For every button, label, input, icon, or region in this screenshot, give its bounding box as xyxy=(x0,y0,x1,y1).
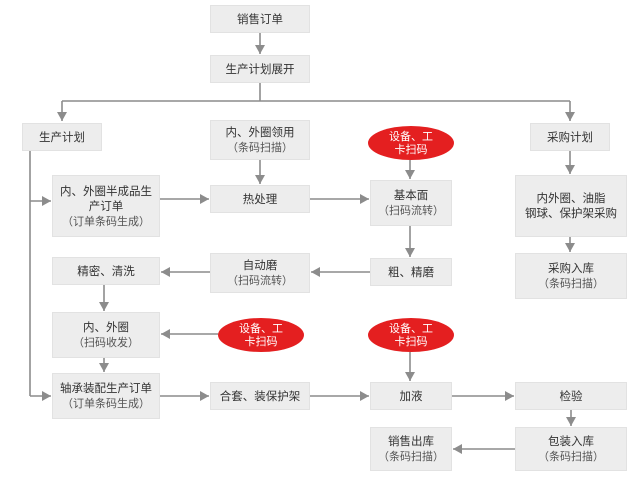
node-sales-order-line: 销售订单 xyxy=(237,11,283,26)
node-sales-out-subtitle: （条码扫描） xyxy=(378,450,444,463)
node-purchase-plan: 采购计划 xyxy=(530,123,610,151)
node-purchase-stock: 采购入库 （条码扫描） xyxy=(515,253,627,299)
node-pack-stock-line: 包装入库 xyxy=(548,434,594,448)
arrowhead xyxy=(453,444,462,454)
node-base-face-subtitle: （扫码流转） xyxy=(378,204,444,217)
arrowhead xyxy=(255,175,265,184)
node-purchase-stock-subtitle: （条码扫描） xyxy=(538,277,604,290)
node-base-face: 基本面 （扫码流转） xyxy=(370,180,452,226)
node-plan-deploy: 生产计划展开 xyxy=(210,55,310,83)
node-ring-recv-subtitle: （扫码收发） xyxy=(73,336,139,349)
scan-badge: 设备、工卡扫码 xyxy=(218,318,304,352)
node-pack-stock-subtitle: （条码扫描） xyxy=(538,450,604,463)
node-auto-grind: 自动磨 （扫码流转） xyxy=(210,253,310,293)
node-assembly-order-line: 轴承装配生产订单 xyxy=(60,381,152,395)
node-assembly-order-subtitle: （订单条码生成） xyxy=(62,397,150,410)
node-assembly-order: 轴承装配生产订单 （订单条码生成） xyxy=(52,373,160,419)
node-auto-grind-subtitle: （扫码流转） xyxy=(227,274,293,287)
node-oiling: 加液 xyxy=(370,382,452,410)
node-heat-treat: 热处理 xyxy=(210,185,310,213)
arrowhead xyxy=(99,302,109,311)
node-semi-order: 内、外圈半成品生产订单（订单条码生成） xyxy=(52,175,160,237)
node-inspect: 检验 xyxy=(515,382,627,410)
arrowhead xyxy=(311,267,320,277)
node-ring-recv-line: 内、外圈 xyxy=(83,320,129,334)
node-precision-wash: 精密、清洗 xyxy=(52,257,160,285)
arrowhead xyxy=(565,243,575,252)
arrowhead xyxy=(565,165,575,174)
node-purchase-stock-line: 采购入库 xyxy=(548,261,594,275)
node-base-face-line: 基本面 xyxy=(393,188,429,202)
scan-badge-line: 卡扫码 xyxy=(394,143,428,156)
node-purchase-items-line: 钢球、保护架采购 xyxy=(525,206,617,220)
arrowhead xyxy=(255,45,265,54)
node-semi-order-line: 内、外圈半成品生 xyxy=(60,183,152,198)
arrowhead xyxy=(57,112,67,121)
node-sales-out-line: 销售出库 xyxy=(388,434,434,448)
node-ring-collect-subtitle: （条码扫描） xyxy=(227,141,293,154)
scan-badge-line: 设备、工 xyxy=(239,322,283,335)
node-precision-wash-line: 精密、清洗 xyxy=(77,263,135,278)
node-plan-deploy-line: 生产计划展开 xyxy=(225,61,295,76)
node-purchase-plan-line: 采购计划 xyxy=(547,129,593,144)
scan-badge-line: 卡扫码 xyxy=(394,335,428,348)
scan-badge-line: 设备、工 xyxy=(389,130,433,143)
arrowhead xyxy=(200,391,209,401)
node-sales-order: 销售订单 xyxy=(210,5,310,33)
node-sales-out: 销售出库 （条码扫描） xyxy=(370,427,452,471)
arrowhead xyxy=(360,391,369,401)
arrowhead xyxy=(405,170,415,179)
node-rough-fine-line: 粗、精磨 xyxy=(388,264,434,279)
node-ring-collect-line: 内、外圈领用 xyxy=(225,125,295,139)
arrowhead xyxy=(565,112,575,121)
node-inspect-line: 检验 xyxy=(559,388,583,403)
node-prod-plan: 生产计划 xyxy=(22,123,102,151)
arrowhead xyxy=(566,417,576,426)
arrowhead xyxy=(200,194,209,204)
scan-badge-line: 卡扫码 xyxy=(244,335,278,348)
arrowhead xyxy=(42,196,51,206)
node-match-cage: 合套、装保护架 xyxy=(210,382,310,410)
node-purchase-items: 内外圈、油脂钢球、保护架采购 xyxy=(515,175,627,237)
node-semi-order-subtitle: （订单条码生成） xyxy=(62,214,150,228)
arrowhead xyxy=(161,329,170,339)
node-heat-treat-line: 热处理 xyxy=(242,191,278,206)
scan-badge: 设备、工卡扫码 xyxy=(368,126,454,160)
arrowhead xyxy=(42,391,51,401)
node-auto-grind-line: 自动磨 xyxy=(242,258,278,272)
arrowhead xyxy=(405,248,415,257)
arrowhead xyxy=(405,372,415,381)
arrowhead xyxy=(99,363,109,372)
arrowhead xyxy=(505,391,514,401)
node-oiling-line: 加液 xyxy=(399,388,423,403)
node-pack-stock: 包装入库 （条码扫描） xyxy=(515,427,627,471)
node-purchase-items-line: 内外圈、油脂 xyxy=(536,191,606,205)
node-match-cage-line: 合套、装保护架 xyxy=(219,388,301,403)
arrowhead xyxy=(161,267,170,277)
node-rough-fine: 粗、精磨 xyxy=(370,258,452,286)
node-ring-collect: 内、外圈领用 （条码扫描） xyxy=(210,120,310,160)
node-prod-plan-line: 生产计划 xyxy=(39,129,85,144)
scan-badge: 设备、工卡扫码 xyxy=(368,318,454,352)
node-semi-order-line: 产订单 xyxy=(88,198,124,213)
node-ring-recv: 内、外圈 （扫码收发） xyxy=(52,312,160,358)
scan-badge-line: 设备、工 xyxy=(389,322,433,335)
arrowhead xyxy=(360,194,369,204)
